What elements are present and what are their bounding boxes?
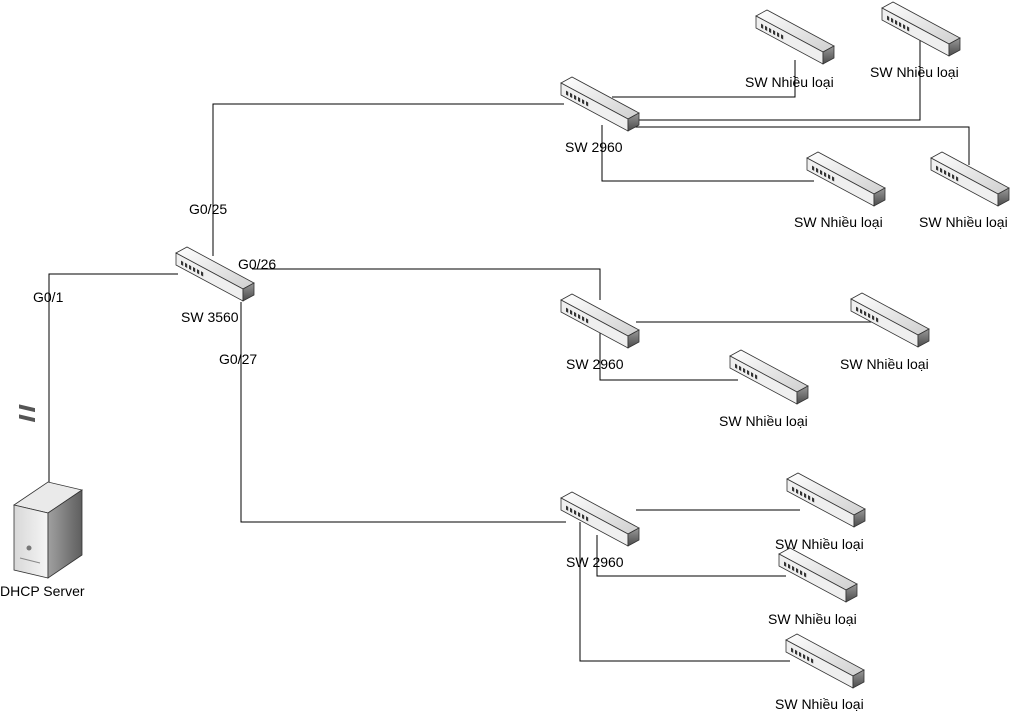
link-server-core <box>48 273 178 483</box>
port-label-g025: G0/25 <box>189 201 227 217</box>
link-dist1-access1 <box>612 60 796 98</box>
link-dist3-access8 <box>596 535 786 577</box>
access-switch-6: SW Nhiều loại <box>719 349 809 429</box>
port-label-g027: G0/27 <box>219 351 257 367</box>
network-switch-icon <box>806 151 886 207</box>
access-switch-3: SW Nhiều loại <box>794 151 886 230</box>
connection-lines <box>48 33 970 662</box>
dist-switch-label: SW 2960 <box>565 139 623 155</box>
link-dist1-access3 <box>601 125 814 182</box>
network-switch-icon <box>786 472 866 528</box>
link-dist3-access9 <box>579 522 790 662</box>
network-switch-icon <box>729 349 809 405</box>
dist-switch-3: SW 2960 <box>560 491 640 570</box>
port-label-g01: G0/1 <box>33 289 64 305</box>
network-switch-icon <box>778 547 858 603</box>
access-switch-label: SW Nhiều loại <box>719 413 808 429</box>
access-switch-label: SW Nhiều loại <box>840 356 929 372</box>
link-dist1-access2 <box>634 33 921 121</box>
access-switch-label: SW Nhiều loại <box>775 536 864 552</box>
access-switch-label: SW Nhiều loại <box>745 74 834 90</box>
network-switch-icon <box>850 292 930 348</box>
network-switch-icon <box>930 151 1010 207</box>
network-switch-icon <box>755 9 835 65</box>
access-switch-label: SW Nhiều loại <box>870 64 959 80</box>
access-switch-2: SW Nhiều loại <box>870 1 961 80</box>
access-switch-label: SW Nhiều loại <box>768 611 857 627</box>
core-switch: SW 3560 <box>175 246 255 325</box>
access-switch-1: SW Nhiều loại <box>745 9 835 90</box>
access-switch-9: SW Nhiều loại <box>775 633 865 712</box>
access-switch-8: SW Nhiều loại <box>768 547 858 627</box>
dist-switch-label: SW 2960 <box>566 356 624 372</box>
link-core-dist1 <box>212 103 564 256</box>
link-dist1-access4 <box>634 126 970 165</box>
access-switch-7: SW Nhiều loại <box>775 472 866 552</box>
network-switch-icon <box>881 1 961 57</box>
network-switch-icon <box>785 633 865 689</box>
access-switch-label: SW Nhiều loại <box>919 214 1008 230</box>
server-tower-icon <box>13 404 83 579</box>
port-label-g026: G0/26 <box>238 256 276 272</box>
access-switch-label: SW Nhiều loại <box>794 214 883 230</box>
dist-switch-1: SW 2960 <box>560 76 640 155</box>
network-switch-icon <box>560 491 640 547</box>
server-label: DHCP Server <box>0 583 85 599</box>
link-core-dist2 <box>252 268 601 300</box>
dist-switch-2: SW 2960 <box>560 293 640 372</box>
dhcp-server: DHCP Server <box>0 404 85 599</box>
link-core-dist3 <box>240 302 566 523</box>
access-switch-label: SW Nhiều loại <box>775 696 864 712</box>
link-dist2-access6 <box>599 330 738 381</box>
network-switch-icon <box>560 76 640 132</box>
dist-switch-label: SW 2960 <box>566 554 624 570</box>
access-switch-4: SW Nhiều loại <box>919 151 1010 230</box>
core-switch-label: SW 3560 <box>181 309 239 325</box>
access-switch-5: SW Nhiều loại <box>840 292 930 372</box>
